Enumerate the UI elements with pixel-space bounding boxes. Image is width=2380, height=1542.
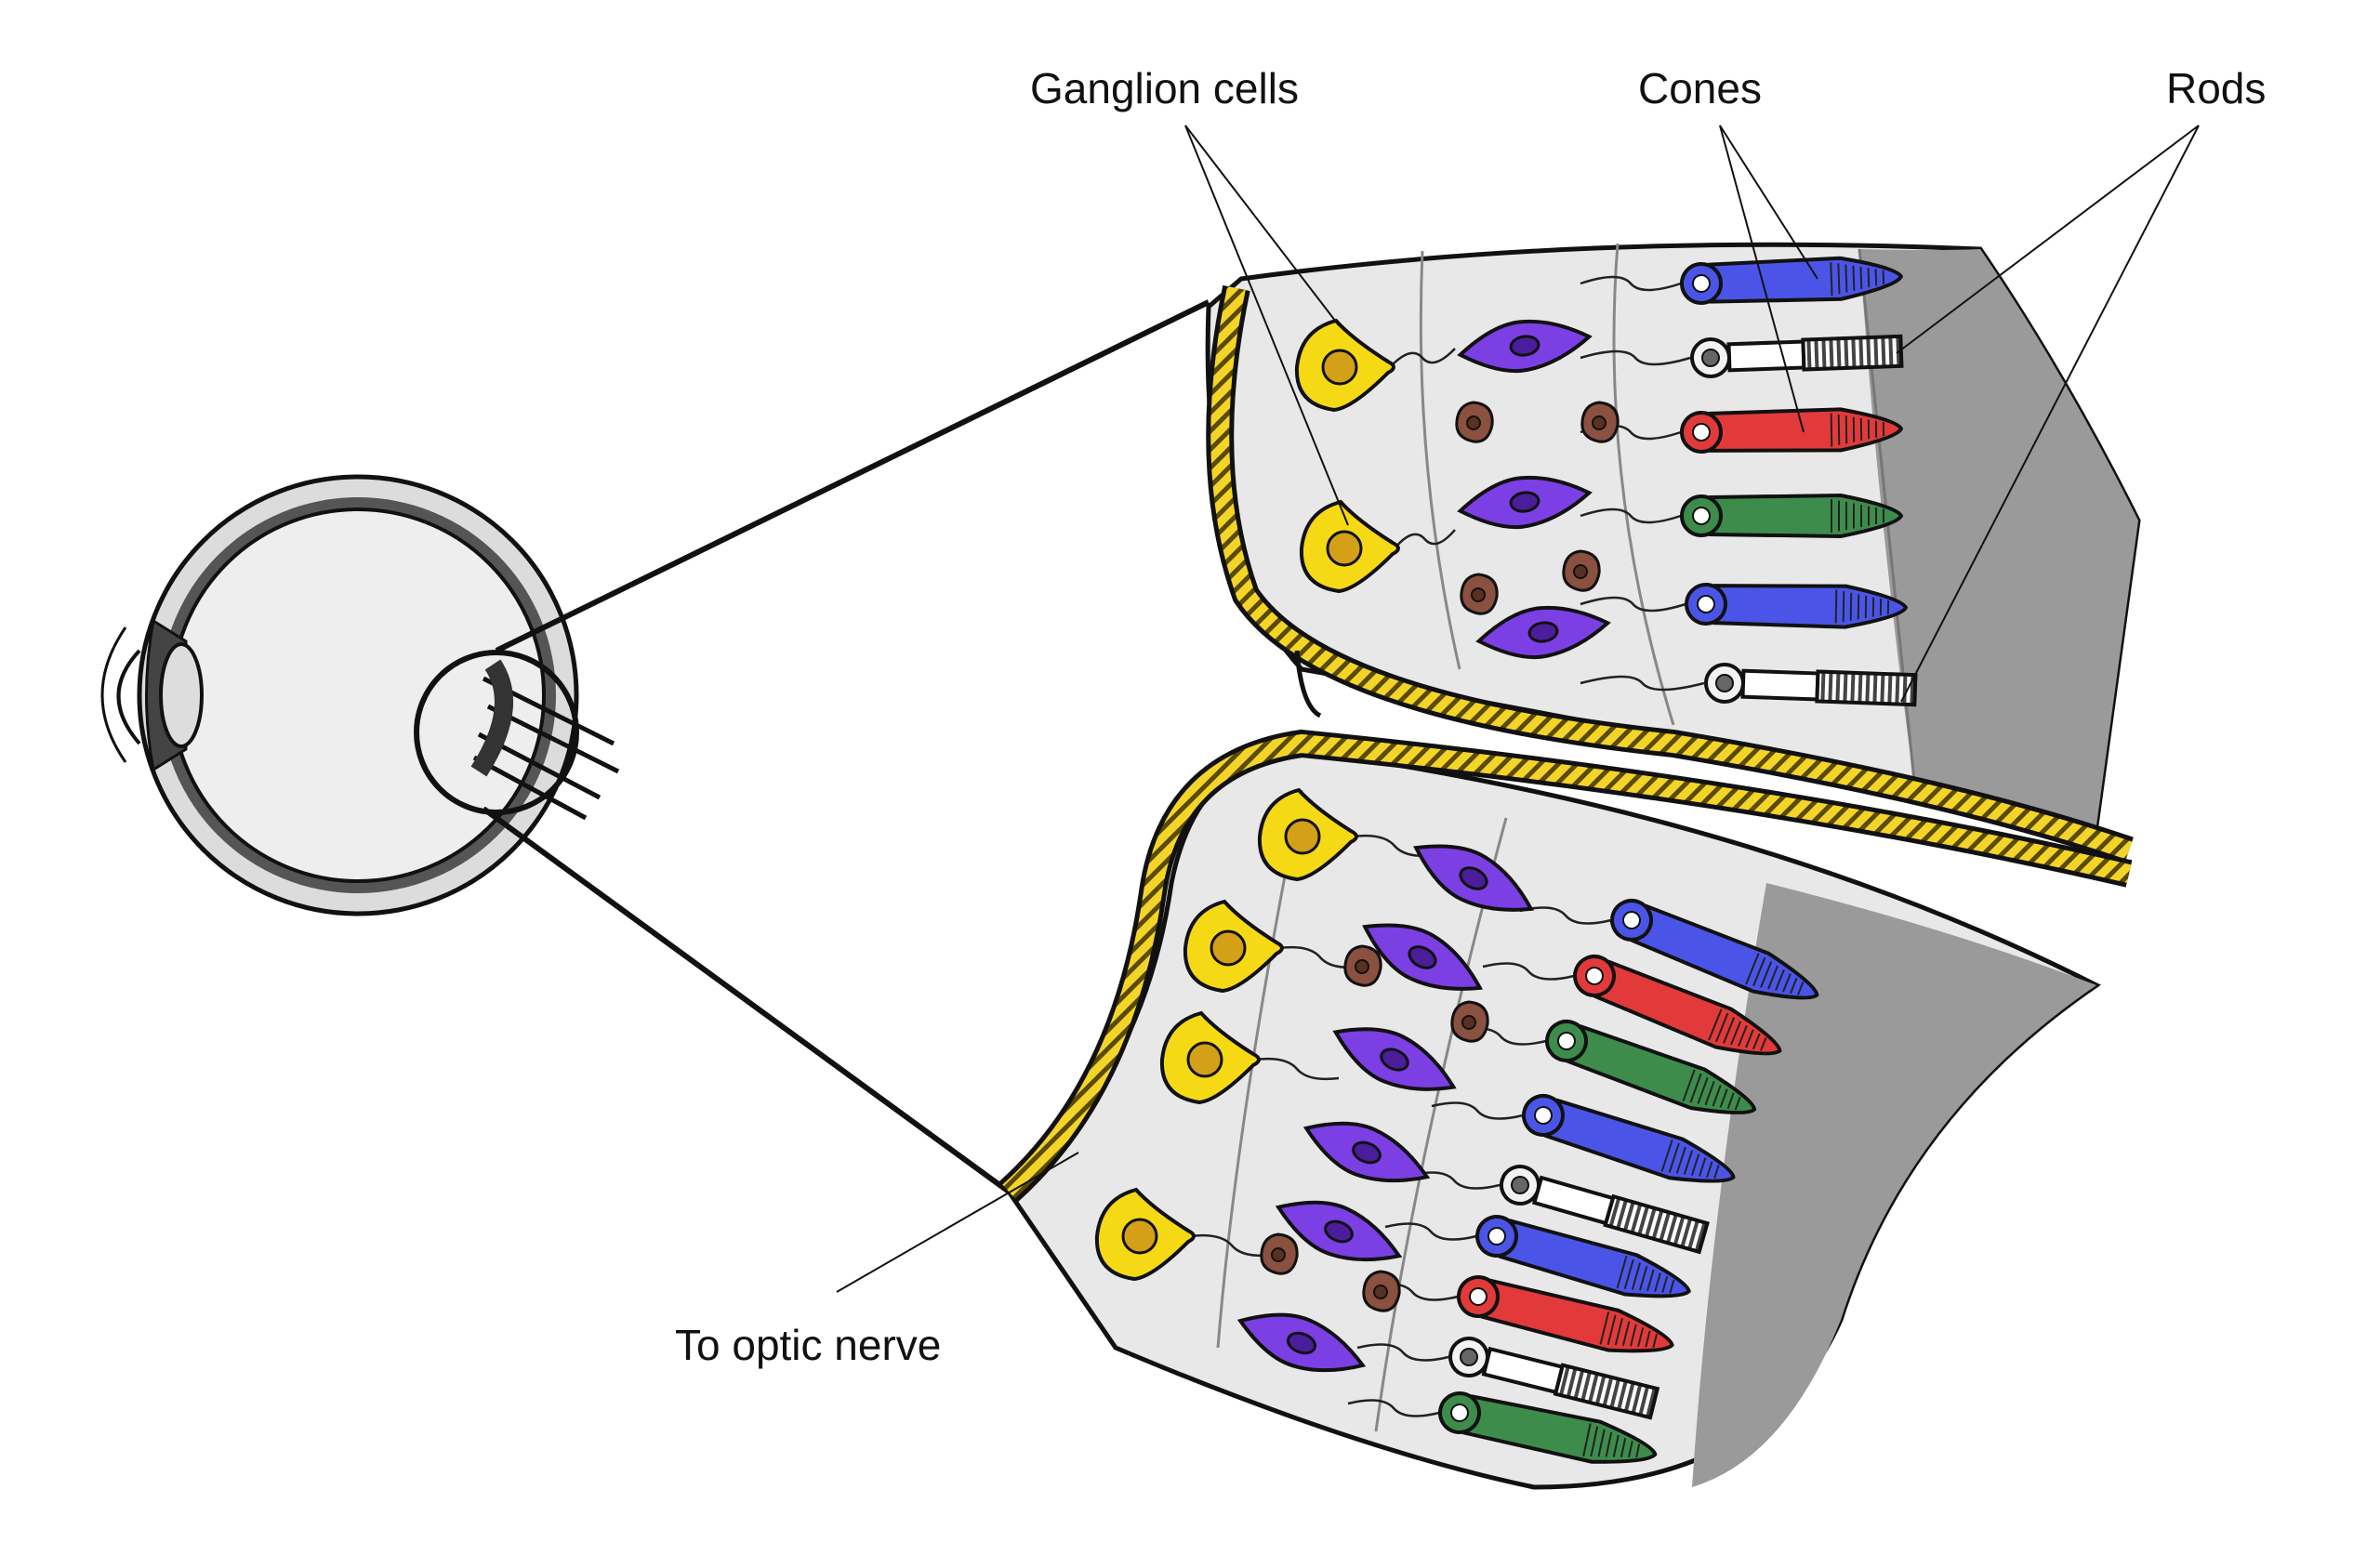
zoom-line-lower — [483, 809, 1009, 1192]
horizontal-cell — [1564, 551, 1599, 590]
label-ganglion-cells: Ganglion cells — [1030, 67, 1299, 110]
horizontal-cell — [1345, 946, 1381, 985]
horizontal-cell — [1461, 574, 1497, 613]
label-cones: Cones — [1638, 67, 1762, 110]
horizontal-cell — [1364, 1272, 1399, 1311]
label-to-optic-nerve: To optic nerve — [675, 1324, 941, 1366]
leader-rods-1 — [1897, 125, 2199, 353]
horizontal-cell — [1262, 1234, 1297, 1273]
horizontal-cell — [1582, 402, 1618, 442]
label-rods: Rods — [2166, 67, 2266, 110]
cone-cell — [1682, 495, 1901, 536]
horizontal-cell — [1452, 1002, 1488, 1041]
zoom-line-upper — [496, 302, 1209, 651]
horizontal-cell — [1457, 402, 1492, 442]
